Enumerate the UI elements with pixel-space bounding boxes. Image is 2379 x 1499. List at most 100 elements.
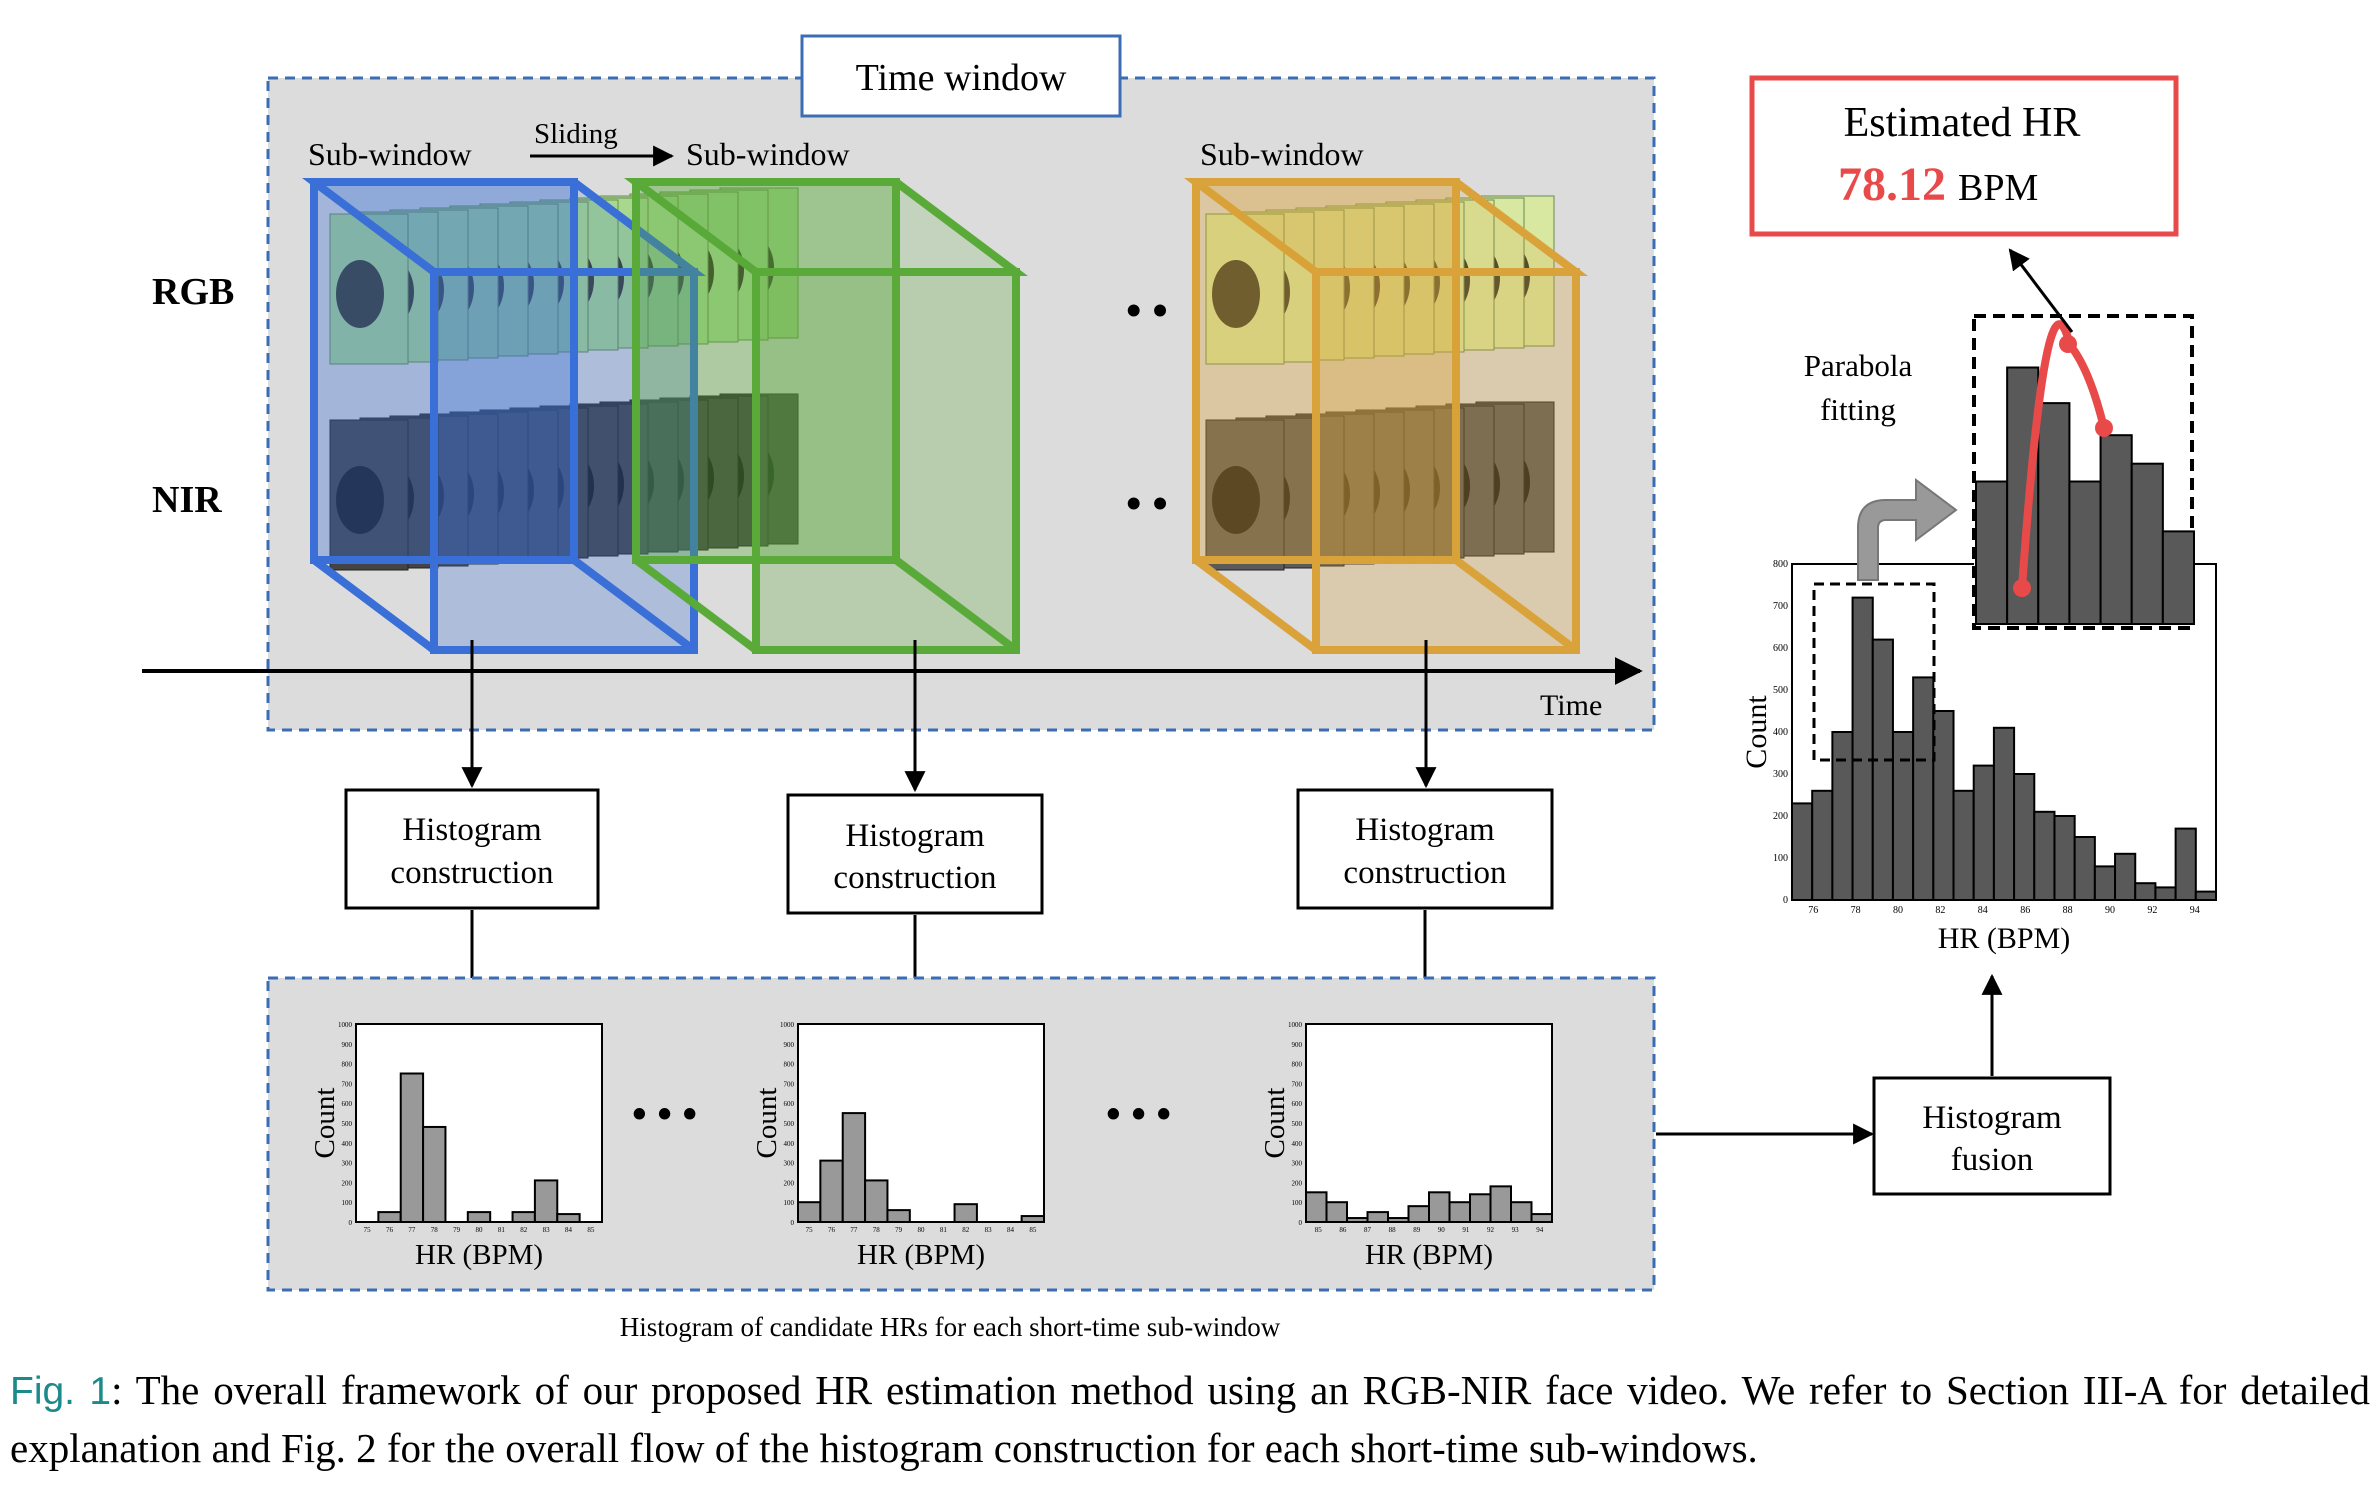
histogram-bar	[953, 1203, 978, 1224]
y-tick-label: 200	[1292, 1179, 1303, 1187]
x-tick-label: 83	[543, 1226, 551, 1234]
y-tick-label: 500	[1292, 1120, 1303, 1128]
y-tick-label: 800	[1292, 1061, 1303, 1069]
y-axis-label: Count	[309, 1088, 341, 1159]
y-tick-label: 400	[342, 1140, 353, 1148]
x-tick-label: 83	[985, 1226, 993, 1234]
histogram-bar	[399, 1072, 425, 1223]
x-tick-label: 92	[1487, 1226, 1495, 1234]
cube-front-face	[310, 178, 578, 564]
histogram-bar	[422, 1125, 447, 1223]
parabola-point	[2095, 419, 2113, 437]
y-tick-label: 500	[784, 1120, 795, 1128]
figure-caption-text: : The overall framework of our proposed …	[10, 1367, 2371, 1471]
histogram-bar	[1407, 1205, 1430, 1224]
cube-front-face	[632, 178, 900, 564]
x-tick-label: 82	[1935, 905, 1945, 916]
sub-window-label-1: Sub-window	[308, 136, 472, 172]
histogram-bar	[511, 1211, 536, 1223]
histogram-bar	[2134, 882, 2157, 902]
figure-caption: Fig. 1: The overall framework of our pro…	[10, 1362, 2370, 1476]
svg-text:Histogram: Histogram	[845, 818, 985, 854]
histogram-bar	[1791, 802, 1814, 902]
peak-region-box	[1812, 582, 1936, 762]
histogram-bar	[2194, 890, 2218, 901]
histogram-bar	[1932, 710, 1955, 901]
x-tick-label: 75	[806, 1226, 814, 1234]
time-window-panel	[266, 76, 1656, 732]
x-axis-label: HR (BPM)	[1365, 1239, 1493, 1271]
svg-text:Histogram: Histogram	[1355, 812, 1495, 848]
y-tick-label: 900	[784, 1041, 795, 1049]
x-tick-label: 76	[386, 1226, 394, 1234]
y-tick-label: 300	[784, 1160, 795, 1168]
x-tick-label: 88	[1389, 1226, 1397, 1234]
cube-back-face	[752, 268, 1020, 654]
histogram-bar	[1912, 676, 1935, 902]
x-tick-label: 76	[828, 1226, 836, 1234]
zoom-bend-arrow	[1857, 478, 1958, 581]
sub-window-cube-3	[1184, 178, 1588, 654]
x-tick-label: 77	[408, 1226, 416, 1234]
sub-window-cube-2	[624, 178, 1028, 654]
sliding-label: Sliding	[534, 118, 618, 150]
cube-edge	[1193, 556, 1319, 654]
histogram-bar	[1020, 1215, 1045, 1224]
cube-edge	[633, 556, 759, 654]
x-tick-label: 88	[2063, 905, 2073, 916]
estimated-hr-value: 78.12	[1838, 158, 1946, 211]
y-tick-label: 700	[784, 1080, 795, 1088]
y-tick-label: 100	[1292, 1199, 1303, 1207]
y-tick-label: 0	[1783, 895, 1788, 906]
nir-ellipsis: • •	[1126, 479, 1168, 528]
x-axis-label: HR (BPM)	[415, 1239, 543, 1271]
histogram-bar	[1952, 789, 1975, 901]
x-tick-label: 94	[1536, 1226, 1544, 1234]
y-tick-label: 600	[342, 1100, 353, 1108]
histogram-bar	[1831, 731, 1854, 901]
cube-front-face	[1192, 178, 1460, 564]
histogram-bar	[1871, 638, 1894, 901]
y-tick-label: 500	[1773, 685, 1788, 696]
y-tick-label: 700	[1773, 601, 1788, 612]
histogram-bar	[556, 1213, 581, 1223]
plot-area	[355, 1023, 603, 1223]
x-axis-label: HR (BPM)	[857, 1239, 985, 1271]
zoom-bar	[2130, 462, 2164, 625]
parabola-label-2: fitting	[1820, 392, 1896, 427]
histogram-bar	[1851, 596, 1874, 901]
cube-edge	[311, 556, 437, 654]
x-axis-label: HR (BPM)	[1938, 922, 2071, 955]
x-tick-label: 79	[453, 1226, 461, 1234]
histogram-bar	[1346, 1217, 1369, 1224]
y-tick-label: 900	[342, 1041, 353, 1049]
y-tick-label: 800	[784, 1061, 795, 1069]
zoom-bar	[2037, 402, 2071, 625]
histogram-bar	[2174, 827, 2197, 901]
cube-edge	[571, 556, 697, 654]
x-tick-label: 85	[1029, 1226, 1037, 1234]
y-tick-label: 600	[1773, 643, 1788, 654]
sub-window-cubes	[302, 178, 1588, 654]
histogram-bar	[1992, 726, 2016, 901]
face-silhouette	[1212, 466, 1260, 534]
y-tick-label: 100	[342, 1199, 353, 1207]
zoom-bar	[2068, 480, 2102, 625]
x-tick-label: 82	[520, 1226, 528, 1234]
y-tick-label: 800	[1773, 559, 1788, 570]
y-tick-label: 1000	[780, 1021, 795, 1029]
x-tick-label: 79	[895, 1226, 903, 1234]
histogram-bar	[1305, 1191, 1328, 1224]
cube-back-face	[430, 268, 698, 654]
histogram-construction-box-3: Histogram construction	[1296, 788, 1554, 910]
nir-label: NIR	[152, 479, 222, 521]
histogram-construction-box-1: Histogram construction	[344, 788, 600, 910]
svg-text:Histogram: Histogram	[1922, 1100, 2062, 1136]
histogram-bar	[1428, 1191, 1451, 1224]
x-tick-label: 89	[1413, 1226, 1421, 1234]
zoom-bar	[2099, 434, 2133, 625]
parabola-point	[2059, 335, 2077, 353]
cube-edge	[1453, 556, 1579, 654]
y-tick-label: 100	[784, 1199, 795, 1207]
